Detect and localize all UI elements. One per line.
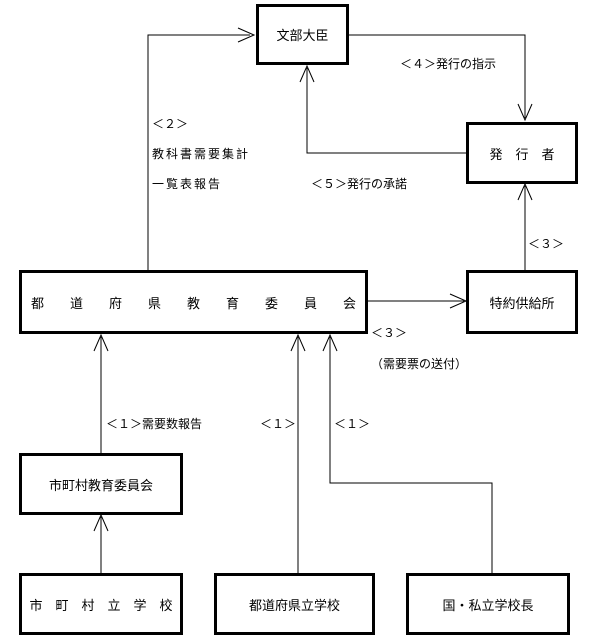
arrowhead-minister-left: [237, 27, 256, 43]
step2-number-label: ＜２＞: [152, 117, 189, 131]
municipal-school-box: 市 町 村 立 学 校: [19, 573, 183, 635]
step3-number-label: ＜３＞: [371, 326, 408, 340]
arrowhead-board-bottom-right: [322, 333, 338, 352]
arrowhead-board-bottom-left: [93, 333, 109, 352]
arrowhead-publisher-top: [517, 103, 533, 122]
publisher-box: 発 行 者: [466, 122, 578, 184]
step1-municipal-label: ＜１＞需要数報告: [106, 417, 203, 431]
prefecture-board-box: 都 道 府 県 教 育 委 員 会: [19, 270, 368, 334]
special-supplier-box: 特約供給所: [466, 270, 578, 334]
prefectural-school-box: 都道府県立学校: [214, 573, 375, 635]
minister-box: 文部大臣: [256, 4, 349, 65]
step4-label: ＜４＞発行の指示: [400, 57, 497, 71]
step3-publisher-label: ＜３＞: [528, 237, 565, 251]
national-private-school-box: 国・私立学校長: [406, 573, 570, 635]
step2-line2-label: 一覧表報告: [152, 177, 223, 191]
municipal-board-box: 市町村教育委員会: [19, 453, 183, 515]
step1-national-label: ＜１＞: [334, 417, 371, 431]
arrowhead-board-bottom-middle: [290, 333, 306, 352]
connector-national-school-to-board: [329, 337, 493, 573]
step1-prefectural-label: ＜１＞: [260, 417, 297, 431]
arrowhead-minister-bottom: [299, 64, 315, 83]
step5-label: ＜５＞発行の承諾: [311, 177, 408, 191]
arrowhead-publisher-bottom: [517, 182, 533, 201]
arrowhead-municipal-board-bottom: [93, 513, 109, 532]
connector-publisher-to-minister: [306, 68, 466, 154]
step2-line1-label: 教科書需要集計: [152, 147, 251, 161]
connector-board-to-minister: [147, 34, 250, 272]
step3-text-label: （需要票の送付）: [371, 357, 468, 371]
connector-minister-to-publisher: [348, 34, 526, 118]
